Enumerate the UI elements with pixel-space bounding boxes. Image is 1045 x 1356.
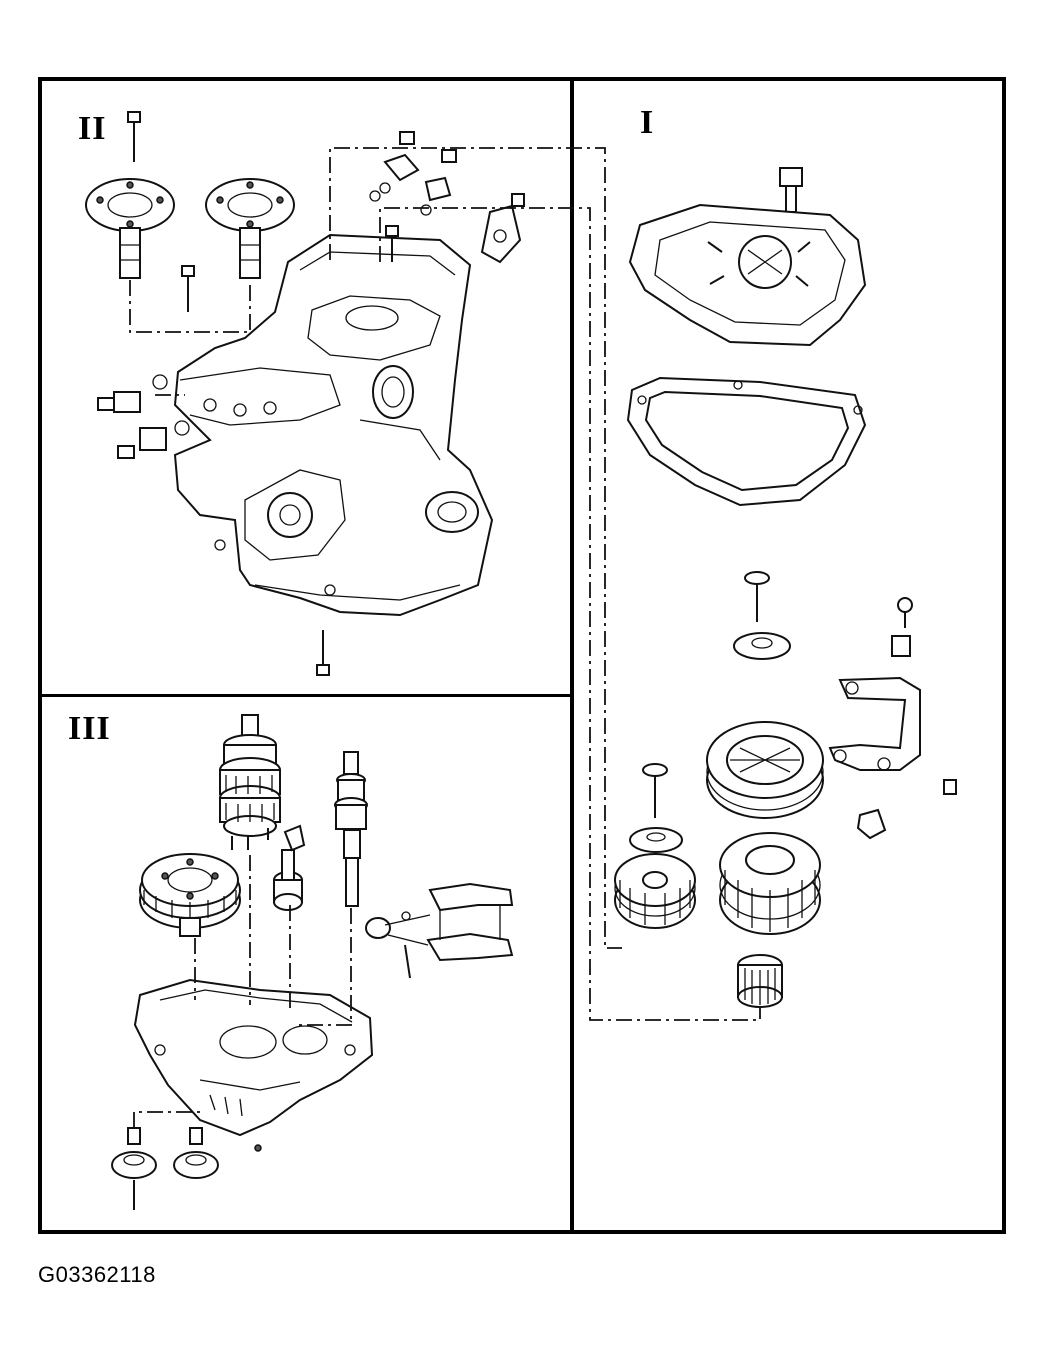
panel-label-iii: III: [68, 710, 111, 747]
switch-icon: [369, 131, 420, 202]
shift-fork-assembly: [365, 882, 514, 979]
panel-i-artwork: [614, 167, 957, 1008]
bolt-icon: [943, 779, 957, 795]
panel-iii-artwork: [111, 714, 514, 1210]
housing-cover: [628, 203, 867, 347]
sensor-icon: [420, 149, 457, 216]
shift-fork-bracket: [828, 676, 921, 771]
drive-flange-left: [85, 178, 175, 279]
panel-ii-artwork: [85, 111, 761, 1021]
screw-icon: [642, 763, 668, 818]
bolt-icon: [779, 167, 803, 213]
panel-label-i: I: [640, 104, 655, 141]
drive-flange-right: [173, 1127, 219, 1179]
shaft-gear-cluster: [219, 714, 281, 850]
bolt-icon: [385, 225, 399, 262]
bolt-icon: [316, 630, 330, 676]
drive-flange-left: [111, 1127, 157, 1210]
panel-label-ii: II: [78, 110, 107, 147]
gearbox-housing-lower: [133, 978, 374, 1152]
nut-icon: [856, 808, 887, 840]
nut-icon: [891, 635, 911, 657]
washer-icon: [733, 632, 791, 660]
panel-divider-vertical: [570, 77, 574, 1234]
differential-gear: [139, 853, 241, 937]
screw-icon: [744, 571, 770, 622]
bolt-icon: [897, 597, 913, 628]
panel-divider-horizontal: [38, 694, 574, 697]
diagram-frame: [38, 77, 1006, 1234]
synchro-ring: [706, 721, 824, 819]
speed-sensor-icon: [480, 193, 525, 264]
washer-icon: [629, 827, 683, 853]
drain-plug-icon: [97, 374, 168, 413]
gearbox-housing: [173, 233, 494, 617]
gear-icon: [614, 853, 696, 929]
output-shaft: [334, 751, 368, 907]
needle-bearing-icon: [737, 954, 783, 1008]
filler-plug-icon: [117, 420, 190, 459]
bolt-icon: [127, 111, 141, 162]
bolt-icon: [181, 265, 195, 312]
cover-gasket: [626, 376, 867, 507]
drive-flange-right: [205, 178, 295, 279]
shaft-sleeve-icon: [273, 824, 306, 911]
figure-reference-code: G03362118: [38, 1262, 156, 1287]
gear-icon: [719, 832, 821, 935]
